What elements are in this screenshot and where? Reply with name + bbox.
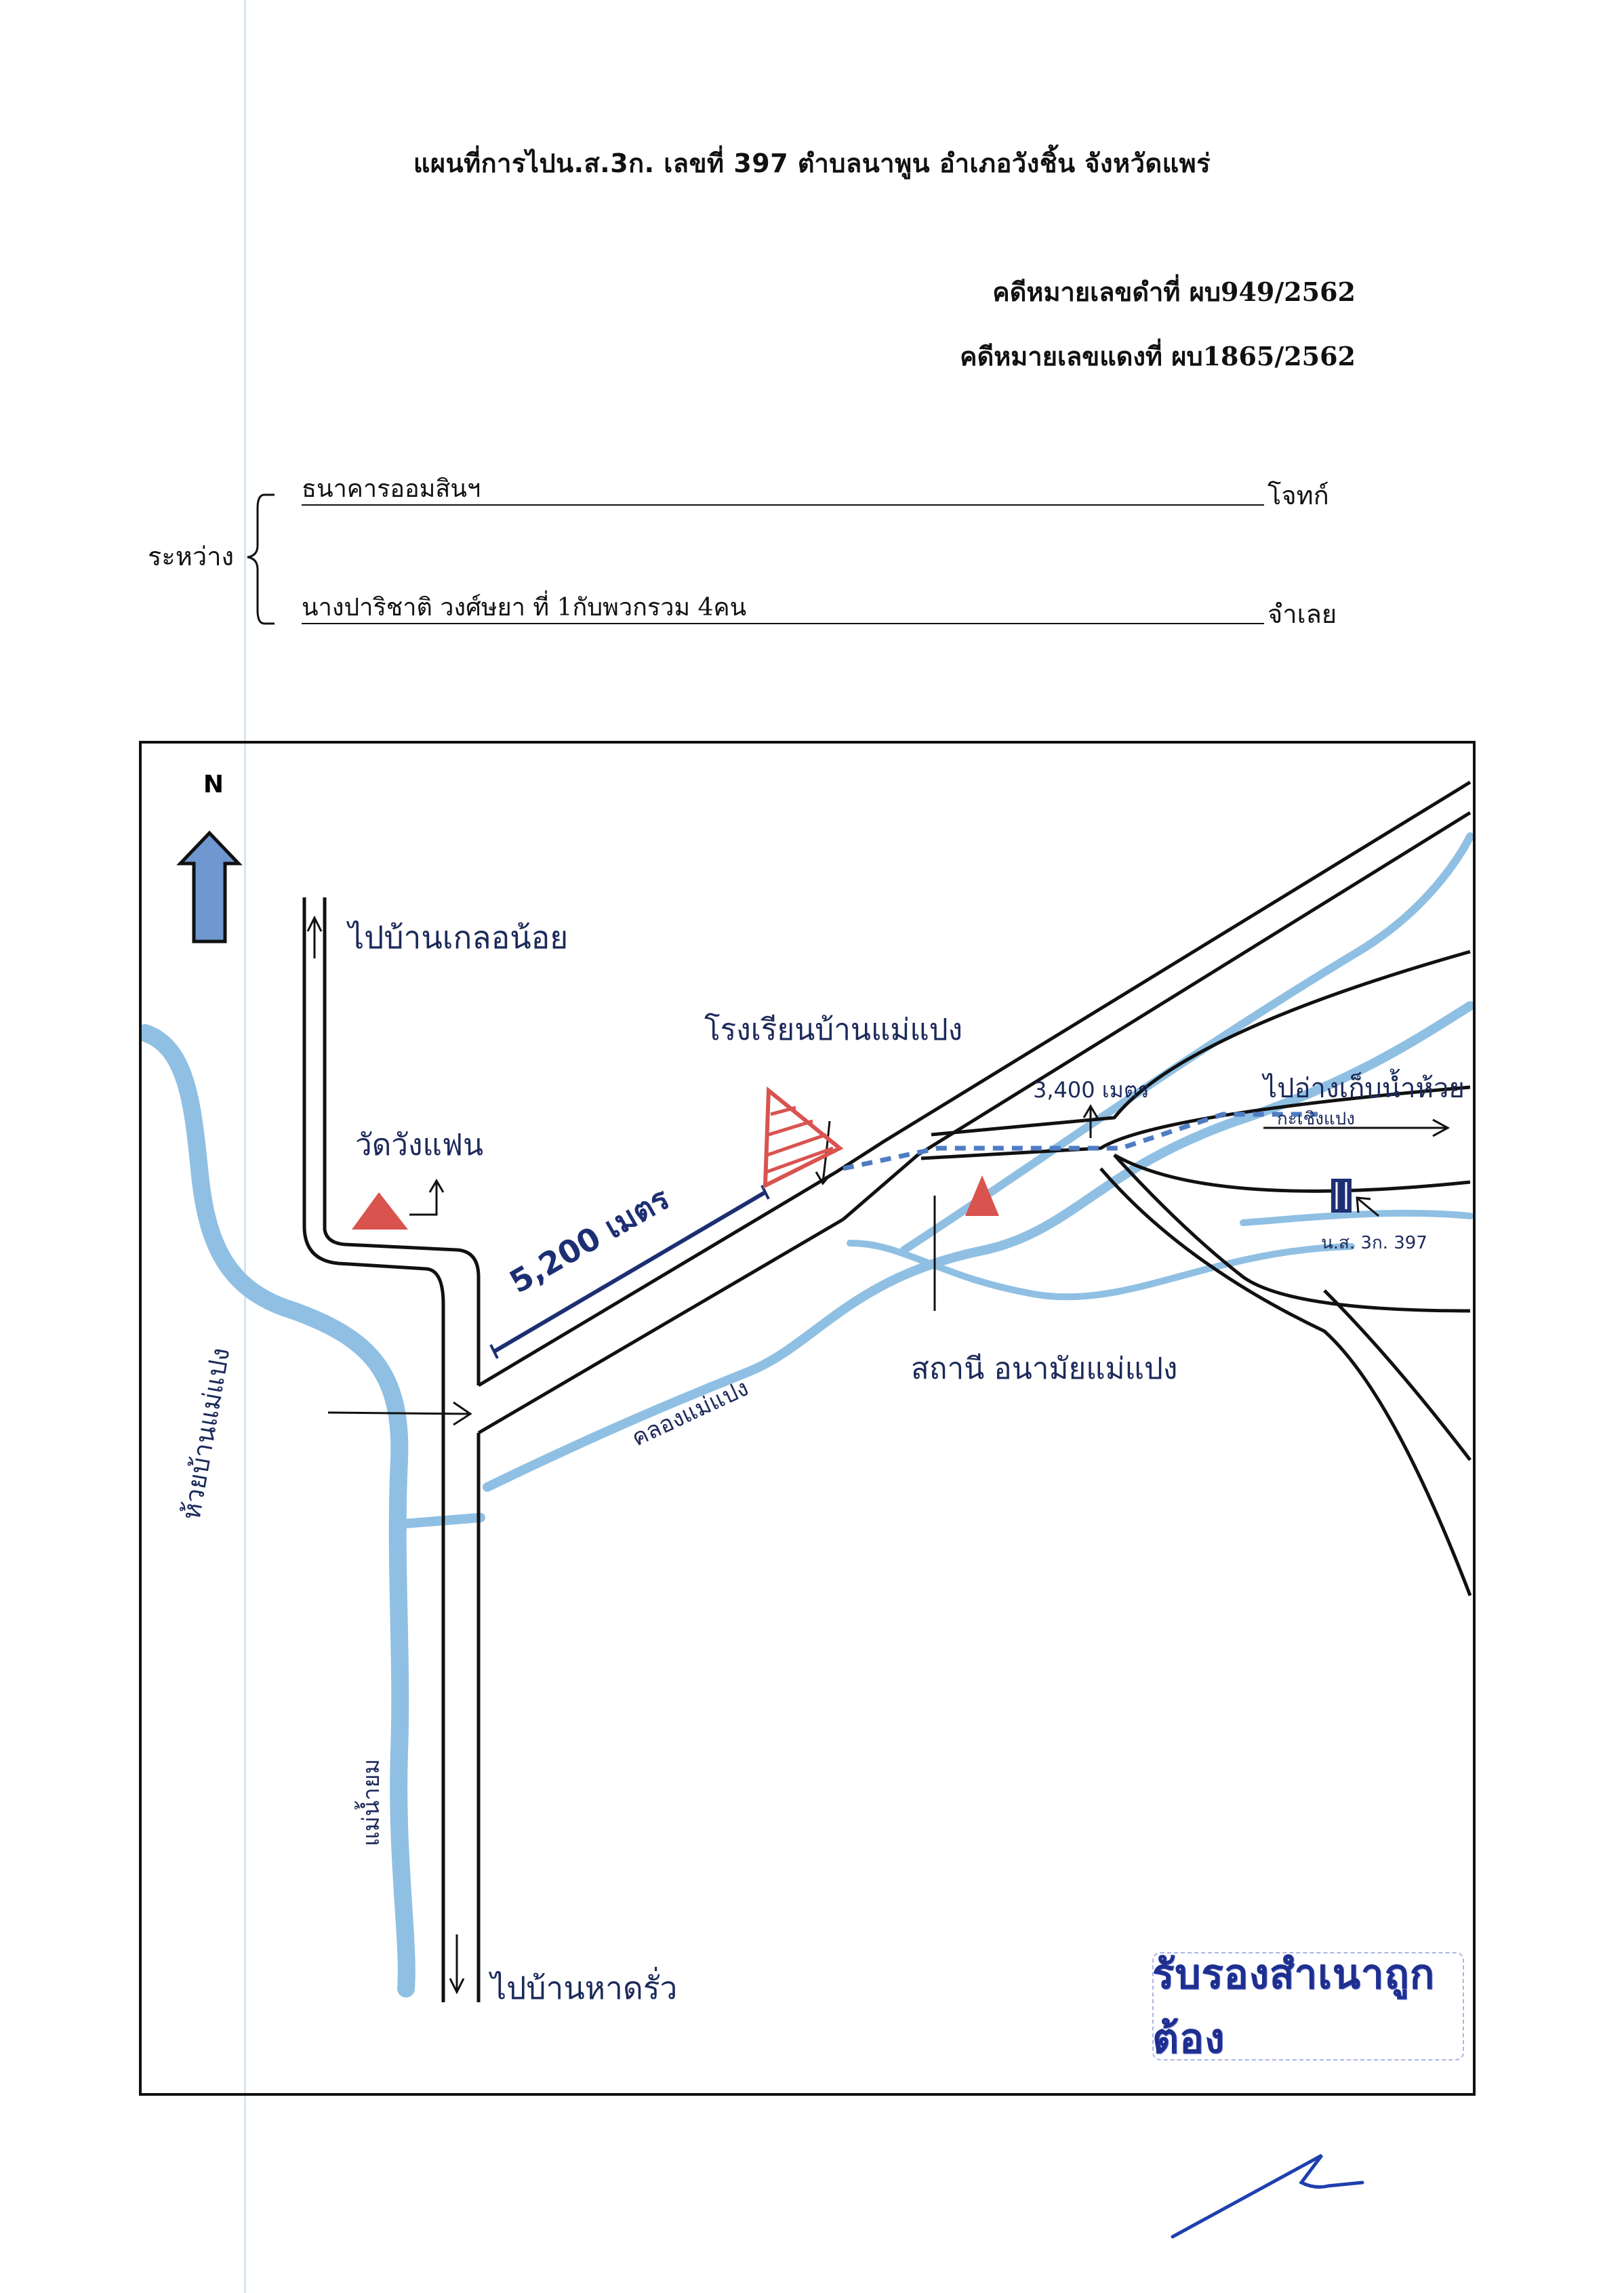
- river-west-branch: [391, 1513, 485, 1529]
- map-frame: N 5,200 เมตร: [139, 741, 1476, 2096]
- distance-marker: 5,200 เมตร: [489, 1180, 770, 1359]
- arrow-parcel-icon: [1356, 1196, 1379, 1217]
- parcel-label: น.ส. 3ก. 397: [1321, 1233, 1427, 1253]
- road-diagonal-lower: [477, 1217, 845, 1435]
- map-canvas: N 5,200 เมตร: [142, 771, 1473, 2006]
- plaintiff-role: โจทก์: [1267, 481, 1329, 510]
- creek-branch-sw: [847, 1240, 1355, 1301]
- red-case-number: คดีหมายเลขแดงที่ ผบ1865/2562: [960, 341, 1356, 371]
- health-center-marker: [965, 1175, 999, 1216]
- distance-branch-label: 3,400 เมตร: [1033, 1077, 1150, 1103]
- temple-marker: [352, 1192, 408, 1230]
- creek-main: [483, 1001, 1473, 1492]
- parties-bracket: [247, 493, 275, 625]
- road-branch-upper: [931, 950, 1471, 1137]
- arrow-temple-icon: [409, 1179, 445, 1216]
- road-diagonal-upper-2: [842, 811, 1471, 1221]
- arrow-branch-icon: [1082, 1104, 1099, 1138]
- river-left-label: ห้วยบ้านแม่แปง: [176, 1345, 236, 1522]
- north-label: N: [203, 771, 224, 798]
- road-diagonal-upper: [477, 780, 1471, 1387]
- health-center-label: สถานี อนามัยแม่แปง: [911, 1352, 1177, 1386]
- north-arrow: N: [176, 771, 243, 943]
- certified-stamp-border: [1152, 1952, 1464, 2061]
- road-branch-lower: [920, 1085, 1471, 1160]
- river-south-label: แม่น้ำยม: [354, 1759, 385, 1846]
- certified-stamp: รับรองสำเนาถูกต้อง: [1152, 1951, 1436, 2063]
- river-west: [142, 1024, 415, 1997]
- road-branch-middle: [1113, 1153, 1471, 1193]
- road-arrows: [306, 915, 1450, 1995]
- rivers: [142, 832, 1473, 1997]
- roads: [302, 780, 1472, 2002]
- defendant-name: นางปาริชาติ วงศ์ษยา ที่ 1กับพวกรวม 4คน: [302, 593, 1264, 624]
- temple-label: วัดวังแฟน: [355, 1128, 483, 1162]
- black-case-number: คดีหมายเลขดำที่ ผบ949/2562: [992, 277, 1356, 307]
- school-marker: [763, 1086, 844, 1189]
- creek-east: [1240, 1209, 1473, 1226]
- school-label: โรงเรียนบ้านแม่แปง: [704, 1013, 962, 1047]
- road-north-label: ไปบ้านเกลอน้อย: [346, 919, 568, 956]
- plaintiff-name: ธนาคารออมสินฯ: [302, 474, 1264, 506]
- arrow-south-icon: [449, 1934, 465, 1995]
- defendant-role: จำเลย: [1267, 599, 1337, 629]
- road-north-west-edge: [302, 897, 445, 2002]
- road-southeast-3: [1323, 1289, 1471, 1461]
- page-fold-line: [244, 0, 246, 2293]
- creek-north: [900, 832, 1473, 1254]
- document-title: แผนที่การไปน.ส.3ก. เลขที่ 397 ตำบลนาพูน …: [413, 148, 1211, 178]
- dashed-route: [843, 1112, 1318, 1171]
- arrow-reservoir-icon: [1263, 1118, 1450, 1137]
- between-label: ระหว่าง: [148, 542, 235, 571]
- signature: [1171, 2153, 1364, 2239]
- arrow-north-icon: [306, 915, 323, 958]
- road-southeast-1: [1113, 1154, 1471, 1313]
- arrow-junction-icon: [327, 1401, 472, 1426]
- road-southeast-2: [1099, 1167, 1472, 1596]
- parcel-marker: [1331, 1179, 1352, 1213]
- reservoir-label-2: กะเชิงแปง: [1277, 1109, 1355, 1129]
- reservoir-label: ไปอ่างเก็บน้ำห้วย: [1261, 1068, 1465, 1104]
- road-south-label: ไปบ้านหาดรั่ว: [488, 1966, 677, 2006]
- road-north-east-edge: [323, 897, 481, 1385]
